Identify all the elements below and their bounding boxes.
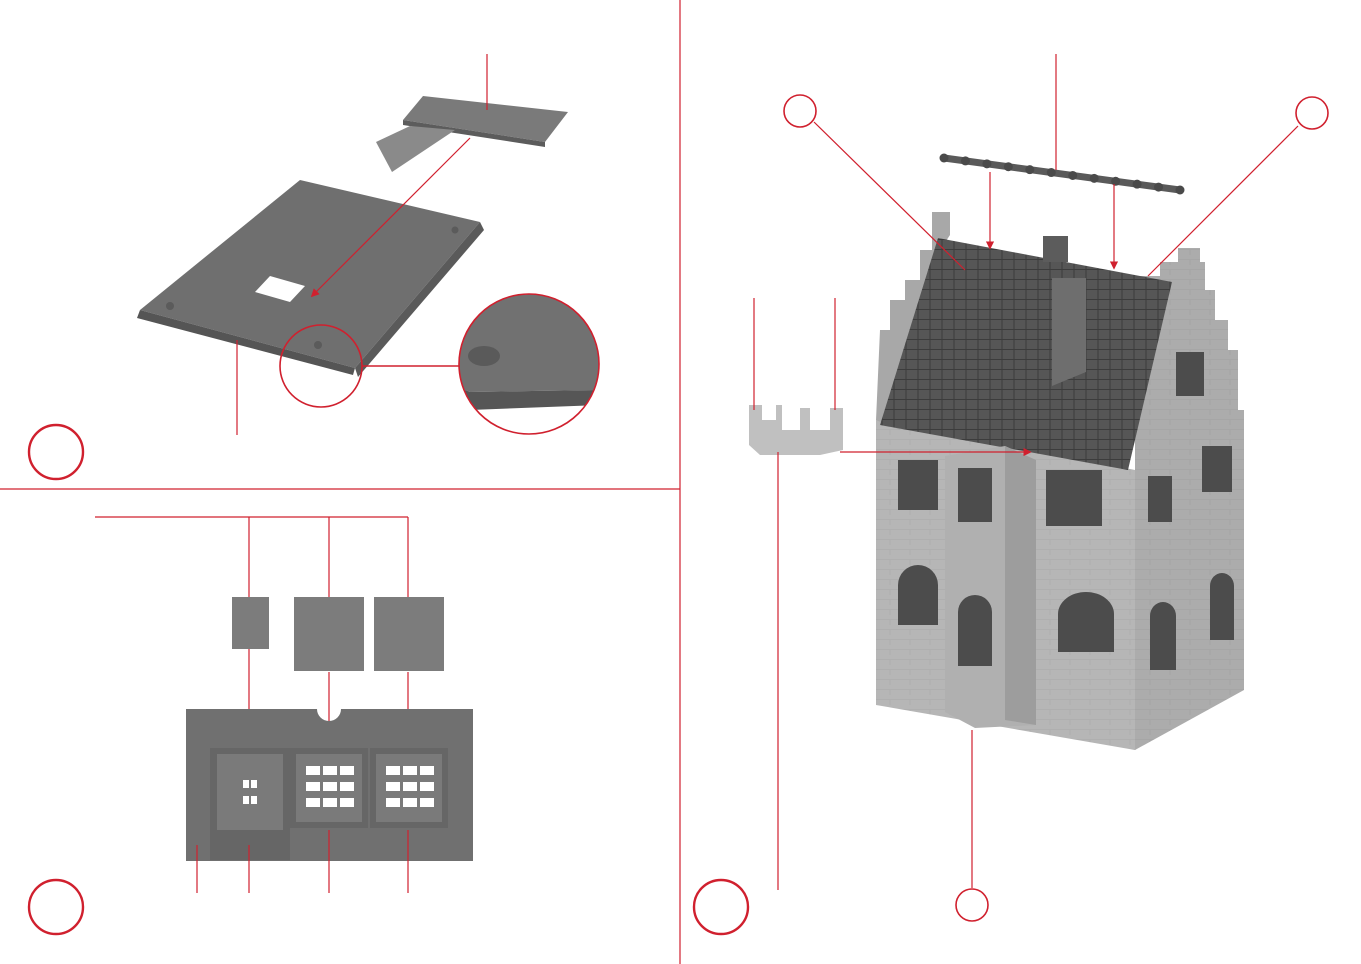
glass-pane-large — [374, 597, 444, 671]
callout-roof-left — [784, 95, 816, 127]
detail-zoom-magnified — [440, 290, 600, 434]
step-circle-bottom-left — [29, 880, 83, 934]
step-circle-top-left — [29, 425, 83, 479]
ridge-tile-part — [940, 154, 1185, 195]
panel-bottom-left — [29, 517, 473, 934]
battlement-part — [749, 405, 843, 455]
chimney-cap-part — [376, 96, 568, 172]
callout-house-base — [956, 889, 988, 921]
callout-roof-right — [1296, 97, 1328, 129]
base-plate-part — [137, 180, 484, 377]
glass-pane-medium — [294, 597, 364, 671]
step-circle-right — [694, 880, 748, 934]
panel-top-left — [29, 54, 600, 479]
panel-right — [694, 54, 1328, 934]
glass-pane-small — [232, 597, 269, 649]
house-model — [876, 212, 1244, 750]
